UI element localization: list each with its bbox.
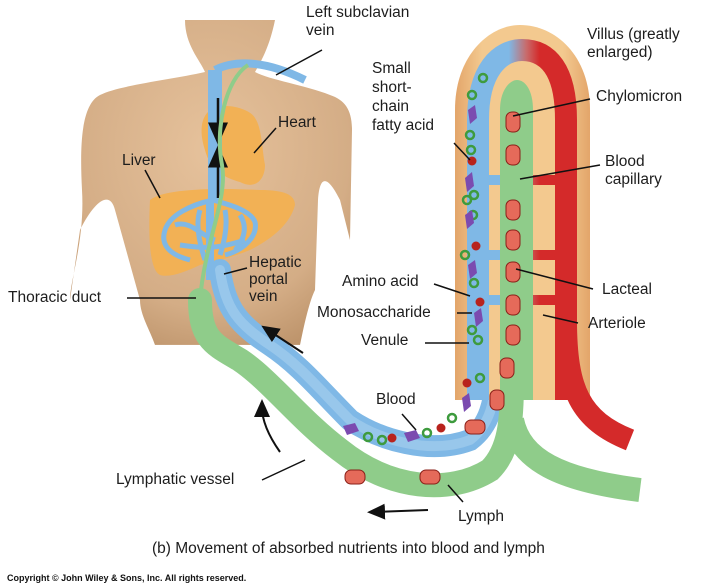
label-monosaccharide: Monosaccharide: [317, 304, 431, 321]
label-blood-capillary: Blood capillary: [605, 153, 662, 189]
label-line: Blood: [605, 153, 645, 170]
label-thoracic-duct: Thoracic duct: [8, 289, 102, 306]
label-line: vein: [306, 22, 335, 39]
label-liver: Liver: [122, 152, 156, 169]
label-villus: Villus (greatly enlarged): [587, 26, 680, 62]
lymph-flow-arrow-left: [367, 503, 429, 520]
label-line: portal: [249, 271, 288, 288]
copyright-notice: Copyright © John Wiley & Sons, Inc. All …: [7, 573, 247, 583]
label-lymphatic-vessel: Lymphatic vessel: [116, 471, 235, 488]
label-lymph: Lymph: [458, 508, 504, 525]
label-heart: Heart: [278, 114, 316, 131]
label-arteriole: Arteriole: [588, 315, 646, 332]
label-lacteal: Lacteal: [602, 281, 652, 298]
label-line: Left subclavian: [306, 4, 410, 21]
chylomicrons: [344, 111, 521, 485]
label-line: short-: [372, 79, 412, 96]
label-left-subclavian-vein: Left subclavian vein: [306, 4, 409, 40]
lymph-right-branch: [500, 416, 642, 502]
amino-acids: [362, 72, 489, 446]
liver-vein-network: [161, 197, 258, 263]
label-small-short-chain-fatty-acid: Small short- chain fatty acid: [372, 59, 434, 135]
figure-caption: (b) Movement of absorbed nutrients into …: [152, 540, 545, 557]
label-line: fatty acid: [372, 117, 435, 134]
label-hepatic-portal-vein: Hepatic portal vein: [249, 254, 302, 305]
label-line: capillary: [605, 171, 662, 188]
label-line: Small: [372, 60, 411, 77]
label-line: Hepatic: [249, 254, 302, 271]
label-chylomicron: Chylomicron: [596, 88, 683, 105]
left-subclavian-vein-vessel: [213, 59, 307, 84]
label-amino-acid: Amino acid: [342, 273, 419, 290]
label-venule: Venule: [361, 332, 409, 349]
lymph-flow-arrow-up: [254, 399, 281, 453]
label-blood: Blood: [376, 391, 416, 408]
leader-lines: [127, 49, 601, 503]
label-line: vein: [249, 288, 278, 305]
portal-flow-arrow: [261, 325, 304, 354]
label-line: chain: [372, 98, 410, 115]
label-line: enlarged): [587, 44, 653, 61]
monosaccharides: [343, 105, 483, 442]
fatty-acids: [387, 156, 485, 443]
label-line: Villus (greatly: [587, 26, 680, 43]
